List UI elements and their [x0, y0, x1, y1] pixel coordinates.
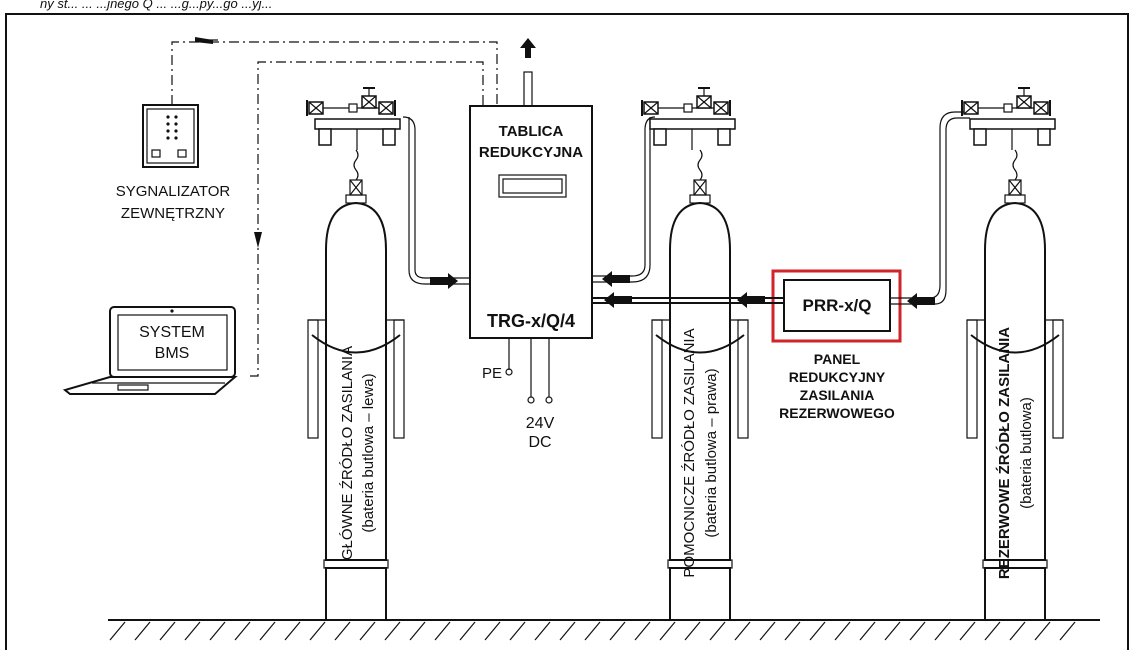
cylinder-reserve-label-1: REZERWOWE ŹRÓDŁO ZASILANIA: [995, 327, 1013, 579]
board-label-1: TABLICA: [499, 123, 564, 140]
pe-label: PE: [482, 365, 502, 382]
cylinder-main-label-1: GŁÓWNE ŹRÓDŁO ZASILANIA: [339, 346, 356, 560]
manifold-middle: [641, 87, 736, 150]
external-signaller: [142, 104, 199, 168]
manifold-left: [306, 87, 401, 150]
cylinder-main-label-2: (bateria butlowa – lewa): [360, 373, 377, 532]
panel-label-2: REDUKCYJNY: [789, 369, 886, 385]
board-label-2: REDUKCYJNA: [479, 144, 583, 161]
signaller-label-1: SYGNALIZATOR: [116, 183, 231, 200]
gas-lines: [402, 111, 970, 309]
dc-label: DC: [528, 434, 551, 451]
signal-lines: [171, 37, 498, 377]
manifold-right: [961, 87, 1056, 150]
bms-label-2: BMS: [155, 345, 190, 362]
panel-label-3: ZASILANIA: [800, 387, 875, 403]
panel-model: PRR-x/Q: [803, 296, 872, 315]
panel-label-4: REZERWOWEGO: [779, 405, 895, 421]
cylinder-reserve-label-2: (bateria butlowa): [1018, 397, 1035, 509]
reserve-reduction-panel: [771, 269, 902, 343]
bms-label-1: SYSTEM: [139, 324, 205, 341]
cylinder-reserve: [966, 149, 1064, 621]
drawing-frame: [5, 13, 1129, 650]
bms-laptop: [62, 306, 238, 395]
voltage-label: 24V: [526, 415, 555, 432]
board-model: TRG-x/Q/4: [487, 311, 575, 331]
cylinder-auxiliary: [651, 149, 749, 621]
header-caption: ny st... ... ...jnego Q ... ...g...py...…: [40, 0, 272, 11]
panel-label-1: PANEL: [814, 351, 861, 367]
reduction-board: [469, 38, 593, 404]
cylinder-aux-label-1: POMOCNICZE ŹRÓDŁO ZASILANIA: [681, 328, 698, 577]
cylinder-aux-label-2: (bateria butlowa – prawa): [703, 368, 720, 537]
cylinder-main: [307, 149, 405, 621]
ground-line: [108, 619, 1100, 641]
signaller-label-2: ZEWNĘTRZNY: [121, 205, 225, 222]
